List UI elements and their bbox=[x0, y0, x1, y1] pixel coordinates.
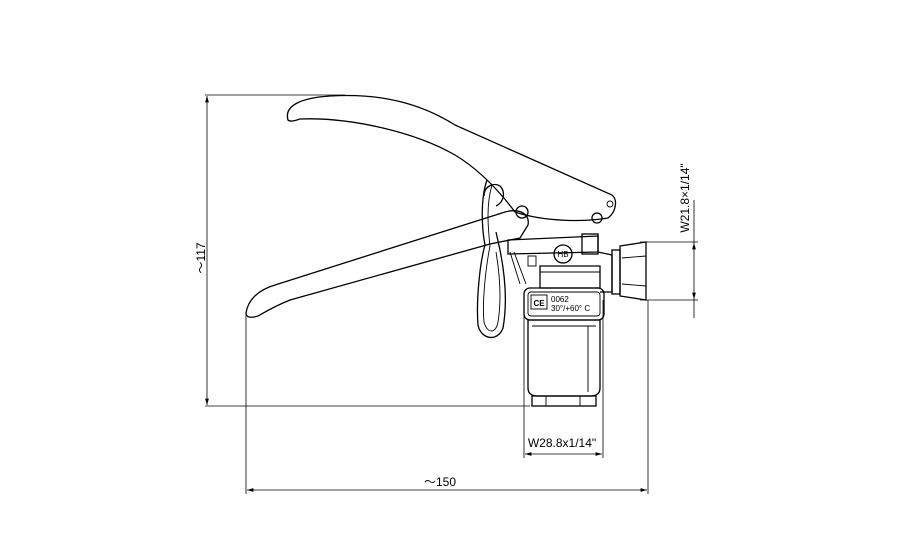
body-temperature: 30°/+60° C bbox=[551, 304, 590, 313]
height-dimension-label: ～117 bbox=[194, 242, 208, 273]
width-dimension: ～150 bbox=[245, 300, 649, 494]
safety-pin-loop bbox=[476, 179, 506, 339]
lower-lever bbox=[245, 210, 529, 318]
inlet-thread-label: W28.8x1/14" bbox=[528, 436, 596, 450]
valve-body: HB CE 0062 30°/+60° C bbox=[507, 233, 647, 407]
outlet-thread-label: W21.8×1/14" bbox=[678, 163, 692, 232]
upper-lever-screw bbox=[606, 200, 614, 208]
upper-lever-pin bbox=[591, 212, 603, 224]
manufacturer-logo-text: HB bbox=[557, 250, 568, 259]
outlet-fitting bbox=[611, 249, 621, 295]
safety-pin-loop-inner bbox=[483, 184, 501, 332]
upper-lever-pivot bbox=[515, 205, 529, 219]
safety-pin-ring bbox=[483, 183, 505, 207]
height-dimension: ～117 bbox=[194, 94, 530, 407]
body-code: 0062 bbox=[551, 295, 569, 304]
ce-mark: CE bbox=[533, 299, 545, 308]
manufacturer-logo bbox=[553, 244, 573, 264]
inlet-body bbox=[527, 319, 601, 397]
width-dimension-label: ～150 bbox=[424, 475, 456, 489]
inlet-thread-dimension: W28.8x1/14" bbox=[523, 300, 604, 458]
upper-lever bbox=[286, 94, 617, 222]
outlet-nut bbox=[619, 241, 647, 301]
inlet-bottom-nut bbox=[531, 395, 597, 407]
outlet-thread-dimension: W21.8×1/14" bbox=[640, 163, 698, 318]
